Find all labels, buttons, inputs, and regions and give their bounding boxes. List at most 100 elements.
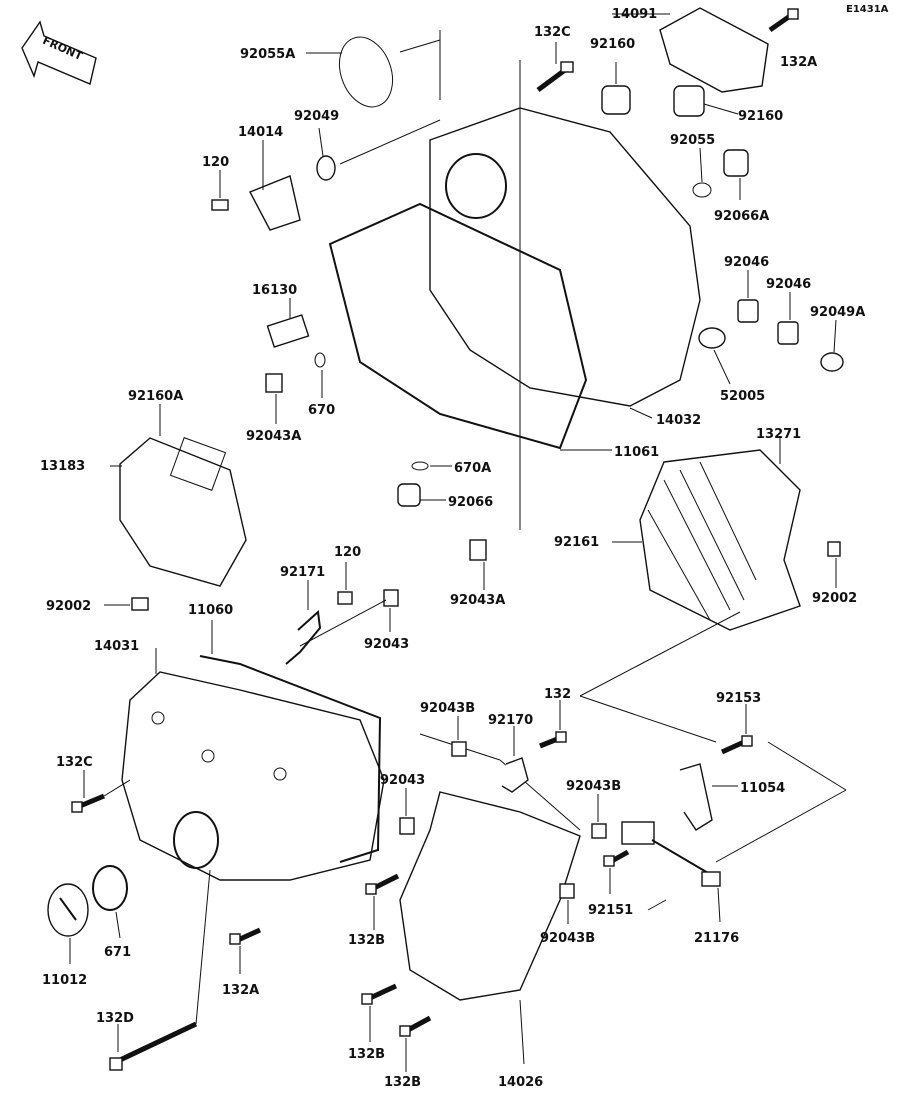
plate-14014 bbox=[249, 175, 301, 231]
label-92043A-left: 92043A bbox=[246, 429, 301, 444]
bolt-132B-c bbox=[399, 1015, 432, 1037]
bolt-132B-a bbox=[365, 873, 400, 895]
bolt-132A-left bbox=[229, 927, 262, 945]
cover-14031 bbox=[121, 671, 385, 881]
label-671: 671 bbox=[104, 945, 131, 960]
label-13271: 13271 bbox=[756, 427, 801, 442]
bolt-120-mid bbox=[337, 591, 353, 605]
dowel-92043A-middle bbox=[469, 539, 487, 561]
plug-92066 bbox=[397, 483, 421, 507]
cover-14091 bbox=[659, 7, 769, 93]
label-92002-left: 92002 bbox=[46, 599, 91, 614]
label-92153: 92153 bbox=[716, 691, 761, 706]
bolt-92151 bbox=[603, 849, 630, 867]
label-132D: 132D bbox=[96, 1011, 134, 1026]
label-21176: 21176 bbox=[694, 931, 739, 946]
clamp-92170 bbox=[501, 757, 529, 793]
diagram-id: E1431A bbox=[846, 4, 889, 15]
label-92066A: 92066A bbox=[714, 209, 769, 224]
label-92151: 92151 bbox=[588, 903, 633, 918]
bolt-92153 bbox=[720, 735, 753, 755]
label-92055A: 92055A bbox=[240, 47, 295, 62]
label-16130: 16130 bbox=[252, 283, 297, 298]
bearing-92046-a bbox=[737, 299, 759, 323]
fitting-16130 bbox=[266, 314, 310, 348]
cover-13271 bbox=[639, 449, 801, 631]
gasket-11060 bbox=[199, 655, 382, 863]
label-11054: 11054 bbox=[740, 781, 785, 796]
label-92043B-c: 92043B bbox=[540, 931, 595, 946]
label-11061: 11061 bbox=[614, 445, 659, 460]
seal-52005 bbox=[698, 327, 726, 349]
label-92046-b: 92046 bbox=[766, 277, 811, 292]
label-670: 670 bbox=[308, 403, 335, 418]
o-ring-670A bbox=[411, 461, 429, 471]
label-92160-left: 92160 bbox=[590, 37, 635, 52]
label-670A: 670A bbox=[454, 461, 491, 476]
label-13183: 13183 bbox=[40, 459, 85, 474]
label-14091: 14091 bbox=[612, 7, 657, 22]
label-14031: 14031 bbox=[94, 639, 139, 654]
heat-fins-92161 bbox=[647, 461, 757, 621]
bolt-132A-top bbox=[768, 8, 799, 33]
bolt-132C-top bbox=[536, 61, 574, 93]
dowel-92043-b bbox=[399, 817, 415, 835]
clamp-92171 bbox=[285, 609, 322, 665]
label-92043B-a: 92043B bbox=[420, 701, 475, 716]
label-92046-a: 92046 bbox=[724, 255, 769, 270]
label-132A-top: 132A bbox=[780, 55, 817, 70]
gasket-11061 bbox=[328, 202, 588, 450]
label-120-mid: 120 bbox=[334, 545, 361, 560]
o-ring-92055 bbox=[692, 182, 712, 198]
bracket-11054 bbox=[679, 763, 713, 831]
label-11060: 11060 bbox=[188, 603, 233, 618]
label-92043A-middle: 92043A bbox=[450, 593, 505, 608]
o-ring-92055A bbox=[338, 36, 394, 108]
bearing-92046-b bbox=[777, 321, 799, 345]
label-120-top: 120 bbox=[202, 155, 229, 170]
damper-92160-right bbox=[673, 85, 705, 117]
label-92160A: 92160A bbox=[128, 389, 183, 404]
label-92160-right: 92160 bbox=[738, 109, 783, 124]
damper-92160-left bbox=[601, 85, 631, 115]
label-14014: 14014 bbox=[238, 125, 283, 140]
label-132: 132 bbox=[544, 687, 571, 702]
label-52005: 52005 bbox=[720, 389, 765, 404]
label-92043: 92043 bbox=[364, 637, 409, 652]
front-arrow-icon: FRONT bbox=[21, 20, 97, 85]
dowel-92043A-left bbox=[265, 373, 283, 393]
label-14026: 14026 bbox=[498, 1075, 543, 1090]
label-92049A: 92049A bbox=[810, 305, 865, 320]
label-132C-top: 132C bbox=[534, 25, 571, 40]
seal-92049A bbox=[820, 352, 844, 372]
label-92043B-b: 92043B bbox=[566, 779, 621, 794]
crankcase-cover-14032 bbox=[429, 107, 701, 407]
dowel-92043 bbox=[383, 589, 399, 607]
label-92043-b: 92043 bbox=[380, 773, 425, 788]
cover-14026 bbox=[399, 791, 581, 1001]
label-14032: 14032 bbox=[656, 413, 701, 428]
label-132C-left: 132C bbox=[56, 755, 93, 770]
o-ring-670 bbox=[314, 352, 326, 368]
label-92161: 92161 bbox=[554, 535, 599, 550]
bolt-92002-left bbox=[131, 597, 149, 611]
dowel-92043B-a bbox=[451, 741, 467, 757]
bolt-132D bbox=[109, 1021, 198, 1071]
dowel-92043B-b bbox=[591, 823, 607, 839]
sensor-21176 bbox=[621, 821, 721, 887]
label-92170: 92170 bbox=[488, 713, 533, 728]
cover-13183 bbox=[119, 437, 247, 587]
label-92171: 92171 bbox=[280, 565, 325, 580]
label-92066: 92066 bbox=[448, 495, 493, 510]
plug-92066A bbox=[723, 149, 749, 177]
dowel-92043B-c bbox=[559, 883, 575, 899]
label-92055: 92055 bbox=[670, 133, 715, 148]
seal-92049 bbox=[316, 155, 336, 181]
bolt-120-top bbox=[211, 199, 229, 211]
bolt-132C-left bbox=[71, 793, 105, 813]
o-ring-671 bbox=[92, 865, 128, 911]
bolt-92002-right bbox=[827, 541, 841, 557]
label-92002-right: 92002 bbox=[812, 591, 857, 606]
label-132B-a: 132B bbox=[348, 933, 385, 948]
